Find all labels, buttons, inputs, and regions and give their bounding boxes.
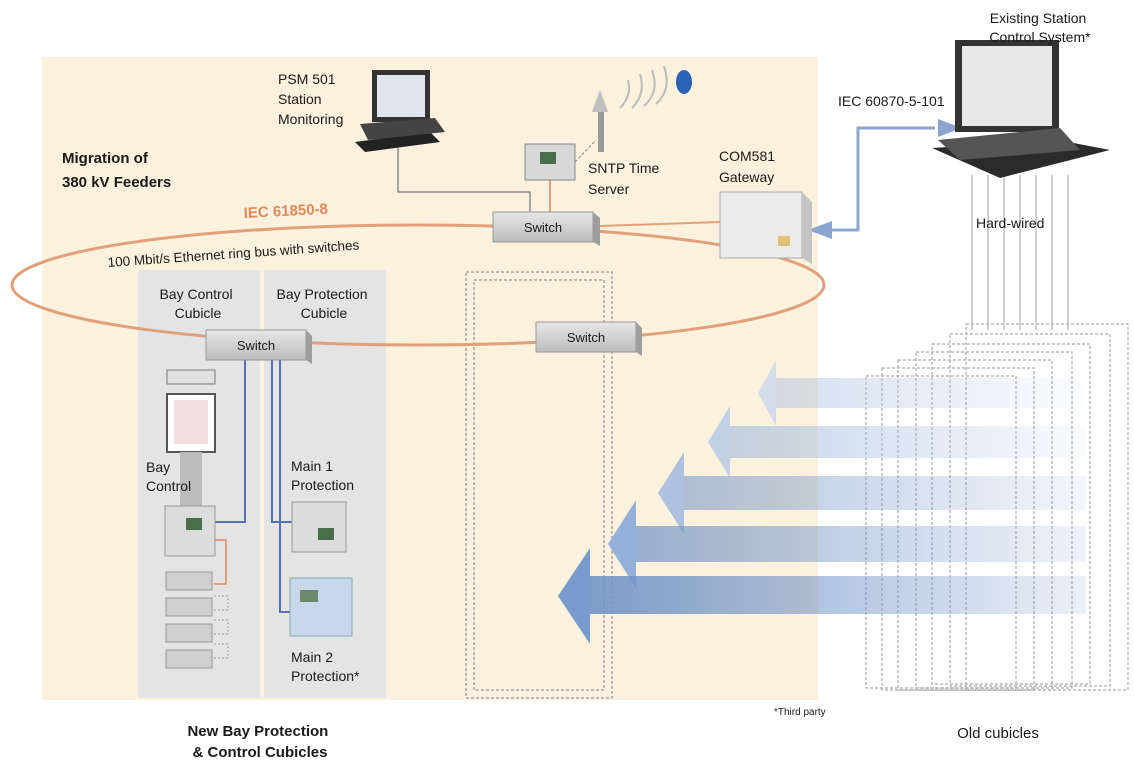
switch-left-label: Switch (237, 338, 275, 353)
switch-right-label: Switch (567, 330, 605, 345)
main2-wire (279, 360, 292, 613)
bay-control-label: Bay Control (146, 459, 191, 494)
old-cubicles-label: Old cubicles (957, 725, 1039, 742)
io-dashed-wires (214, 595, 229, 659)
switch-right (535, 321, 642, 356)
migration-label: Migration of 380 kV Feeders (62, 150, 171, 191)
bay-control-device-icon (164, 369, 216, 557)
main2-protection-device-icon (289, 577, 353, 637)
bay-control-cubicle-label: Bay Control Cubicle (159, 286, 236, 321)
psm501-workstation-icon (355, 70, 445, 152)
arrowhead-left-icon (808, 221, 832, 239)
iec-61850-label: IEC 61850-8 (243, 201, 328, 222)
main1-wire (271, 360, 292, 523)
control-wire (212, 360, 246, 523)
switch-top (492, 211, 600, 246)
main2-label: Main 2 Protection* (291, 649, 360, 684)
main1-label: Main 1 Protection (291, 458, 354, 493)
third-party-note: *Third party (774, 707, 826, 718)
arrowhead-right-icon (938, 119, 962, 137)
switch-left (205, 329, 312, 364)
control-to-io-wire (214, 539, 227, 585)
existing-station-workstation-icon (932, 40, 1110, 178)
com581-gateway-icon (719, 191, 812, 264)
ethernet-ring-bus (10, 223, 826, 347)
sntp-time-server-icon (524, 65, 692, 181)
existing-station-label: Existing Station Control System* (989, 10, 1091, 45)
psm-to-switch-link (397, 140, 531, 212)
com581-label: COM581 Gateway (719, 148, 779, 185)
hard-wired-lines (971, 175, 1069, 330)
empty-cubicle-inner (473, 279, 605, 691)
hard-wired-label: Hard-wired (976, 215, 1044, 231)
gateway-to-station-link (830, 126, 935, 232)
iec-101-label: IEC 60870-5-101 (838, 93, 945, 109)
psm501-label: PSM 501 Station Monitoring (278, 71, 343, 127)
migration-arrows (558, 360, 1086, 644)
io-modules (165, 571, 213, 669)
new-bay-label: New Bay Protection & Control Cubicles (187, 723, 332, 761)
switch-to-gateway-link (599, 221, 721, 227)
sntp-label: SNTP Time Server (588, 160, 663, 197)
bay-protection-cubicle-label: Bay Protection Cubicle (277, 286, 372, 321)
empty-cubicle-outer (465, 271, 613, 699)
main1-protection-device-icon (291, 501, 347, 553)
switch-top-label: Switch (524, 220, 562, 235)
